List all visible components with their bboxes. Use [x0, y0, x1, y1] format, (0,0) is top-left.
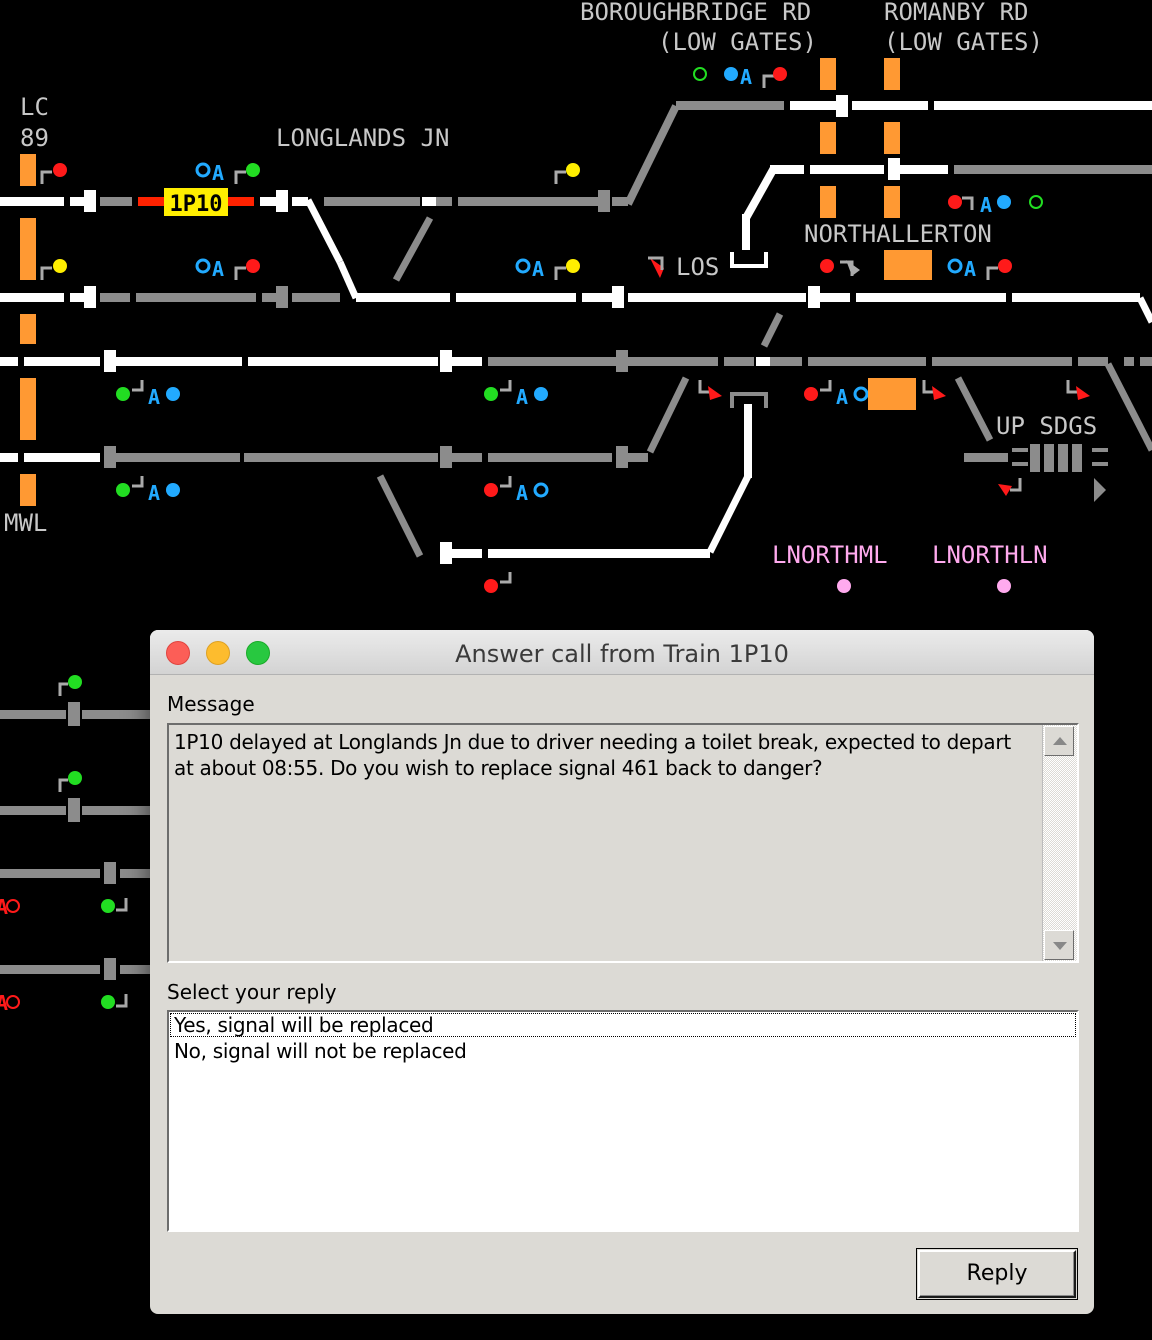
label-lnorthln: LNORTHLN	[932, 541, 1048, 569]
level-crossing-boroughbridge	[820, 58, 836, 218]
label-lnorthml: LNORTHML	[772, 541, 888, 569]
label-los: LOS	[676, 253, 719, 281]
svg-text:A: A	[740, 65, 752, 89]
reply-option-yes[interactable]: Yes, signal will be replaced	[169, 1012, 1077, 1038]
label-lc: LC	[20, 93, 49, 121]
dialog-titlebar[interactable]: Answer call from Train 1P10	[150, 630, 1094, 675]
track-line-2	[0, 286, 1152, 348]
svg-text:A: A	[148, 481, 160, 505]
track-line-upper	[624, 95, 1152, 206]
close-window-button[interactable]	[166, 641, 190, 665]
label-lc-number: 89	[20, 124, 49, 152]
svg-text:A: A	[516, 385, 528, 409]
track-line-4	[0, 446, 710, 564]
message-box[interactable]: 1P10 delayed at Longlands Jn due to driv…	[167, 723, 1079, 963]
svg-text:A: A	[964, 257, 976, 281]
signals: A A A A A A A A A A	[40, 65, 1090, 593]
train-headcode: 1P10	[170, 192, 223, 217]
label-romanby-sub: (LOW GATES)	[884, 28, 1043, 56]
minimize-window-button[interactable]	[206, 641, 230, 665]
svg-text:A: A	[516, 481, 528, 505]
svg-text:A: A	[0, 895, 8, 919]
train-berth-1p10[interactable]: 1P10	[164, 188, 228, 217]
scroll-up-arrow-icon[interactable]	[1044, 726, 1074, 756]
reply-option-no[interactable]: No, signal will not be replaced	[174, 1039, 467, 1063]
message-text: 1P10 delayed at Longlands Jn due to driv…	[174, 730, 1011, 780]
label-longlands: LONGLANDS JN	[276, 124, 449, 152]
level-crossing-lc89	[20, 154, 36, 506]
diagram-labels: BOROUGHBRIDGE RD (LOW GATES) ROMANBY RD …	[4, 0, 1097, 569]
answer-call-dialog: Answer call from Train 1P10 Message 1P10…	[150, 630, 1094, 1314]
svg-text:A: A	[836, 385, 848, 409]
level-crossing-romanby	[884, 58, 932, 280]
scroll-down-arrow-icon[interactable]	[1044, 930, 1074, 960]
message-label: Message	[167, 692, 255, 716]
dialog-title: Answer call from Train 1P10	[455, 640, 789, 668]
track-lower-left: A A	[0, 675, 150, 1015]
label-romanby: ROMANBY RD	[884, 0, 1029, 26]
reply-button[interactable]: Reply	[916, 1248, 1078, 1300]
message-scrollbar[interactable]	[1042, 725, 1077, 961]
track-line-1	[0, 190, 628, 300]
svg-text:A: A	[0, 991, 8, 1015]
up-sidings	[964, 444, 1108, 502]
label-mwl: MWL	[4, 509, 47, 537]
svg-text:A: A	[980, 193, 992, 217]
maximize-window-button[interactable]	[246, 641, 270, 665]
label-northallerton: NORTHALLERTON	[804, 220, 992, 248]
label-boroughbridge: BOROUGHBRIDGE RD	[580, 0, 811, 26]
track-line-3	[0, 350, 1152, 554]
svg-text:A: A	[148, 385, 160, 409]
reply-listbox[interactable]: Yes, signal will be replaced No, signal …	[167, 1010, 1079, 1232]
svg-text:A: A	[532, 257, 544, 281]
reply-label: Select your reply	[167, 980, 337, 1004]
track-line-second	[730, 158, 1152, 268]
svg-text:A: A	[212, 257, 224, 281]
label-up-sdgs: UP SDGS	[996, 412, 1097, 440]
svg-text:A: A	[212, 161, 224, 185]
label-boroughbridge-sub: (LOW GATES)	[658, 28, 817, 56]
